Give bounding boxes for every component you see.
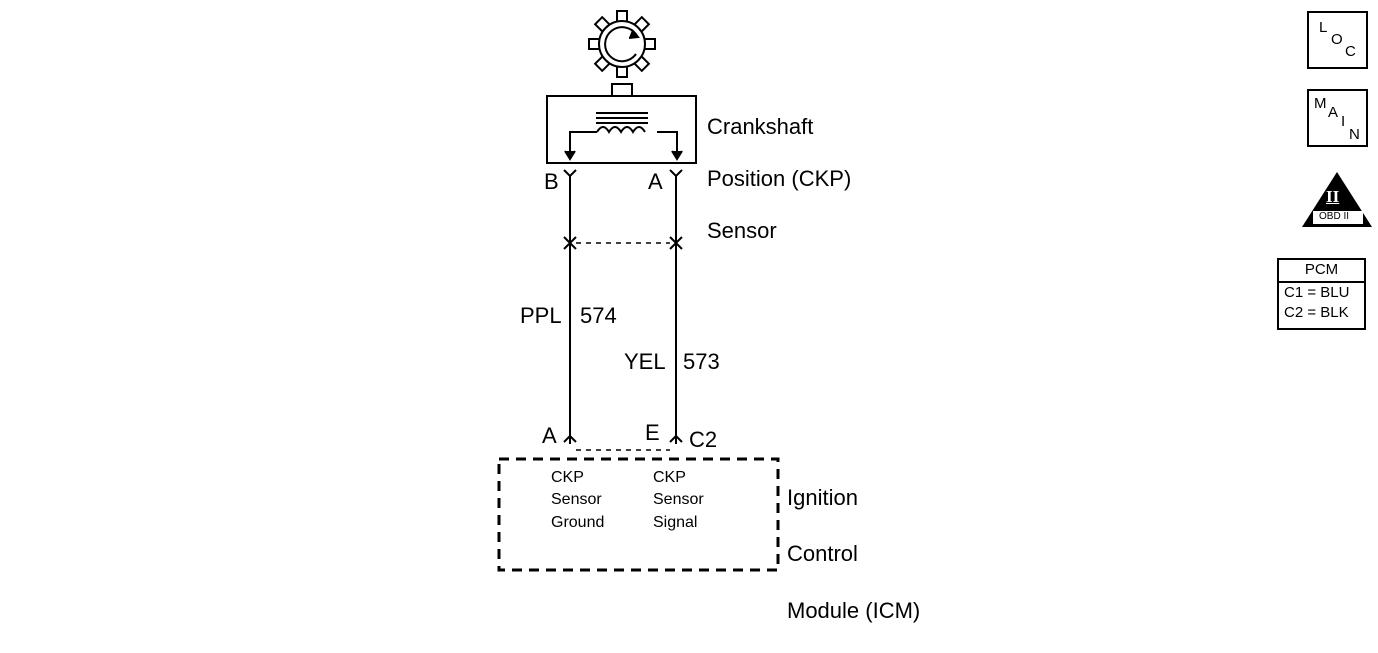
icm-ground-label: CKP Sensor Ground xyxy=(551,469,605,531)
wire-ppl-574 xyxy=(563,169,577,444)
main-letter-i: I xyxy=(1341,113,1346,130)
main-letter-a: A xyxy=(1328,104,1339,121)
ckp-sensor-body xyxy=(546,95,697,164)
loc-letter-c: C xyxy=(1345,43,1356,60)
obd-ii-label: OBD II xyxy=(1319,211,1350,222)
ckp-name-line-3: Sensor xyxy=(707,217,777,243)
reluctor-wheel-icon xyxy=(588,10,656,98)
ckp-name-line-1: Crankshaft xyxy=(707,113,814,139)
icm-connector-c2: C2 xyxy=(689,427,718,452)
wiring-diagram xyxy=(497,10,1372,572)
obd-ii-numeral: II xyxy=(1326,187,1340,206)
icm-name: Ignition Control Module (ICM) xyxy=(787,456,920,653)
main-letter-n: N xyxy=(1349,126,1360,143)
main-letter-m: M xyxy=(1314,95,1327,112)
ckp-name-line-2: Position (CKP) xyxy=(707,165,852,191)
pcm-title: PCM xyxy=(1279,260,1364,283)
main-button[interactable]: M A I N xyxy=(1307,89,1368,147)
pcm-connector-legend[interactable]: PCM C1 = BLU C2 = BLK xyxy=(1277,258,1366,330)
icm-pin-a: A xyxy=(542,423,557,448)
icm-name-line-2: Control xyxy=(787,541,858,567)
wire-ppl-color: PPL xyxy=(520,303,562,328)
ckp-pin-a: A xyxy=(648,169,663,194)
icm-name-line-1: Ignition xyxy=(787,485,858,511)
loc-button[interactable]: L O C xyxy=(1307,11,1368,69)
pcm-row-c2: C2 = BLK xyxy=(1284,304,1349,321)
icm-body xyxy=(497,457,780,572)
connector-dashed-links xyxy=(576,242,670,451)
wire-yel-573 xyxy=(669,169,683,444)
ckp-sensor-name: Crankshaft Position (CKP) Sensor xyxy=(707,88,851,270)
ckp-pin-b: B xyxy=(544,169,559,194)
wire-yel-color: YEL xyxy=(624,349,666,374)
loc-letter-l: L xyxy=(1319,19,1328,36)
wire-yel-circuit: 573 xyxy=(683,349,720,374)
obd-ii-icon[interactable] xyxy=(1302,172,1372,227)
pcm-row-c1: C1 = BLU xyxy=(1284,284,1350,301)
icm-pin-e: E xyxy=(645,420,660,445)
wire-ppl-circuit: 574 xyxy=(580,303,617,328)
icm-signal-label: CKP Sensor Signal xyxy=(653,469,704,531)
loc-letter-o: O xyxy=(1331,31,1343,48)
